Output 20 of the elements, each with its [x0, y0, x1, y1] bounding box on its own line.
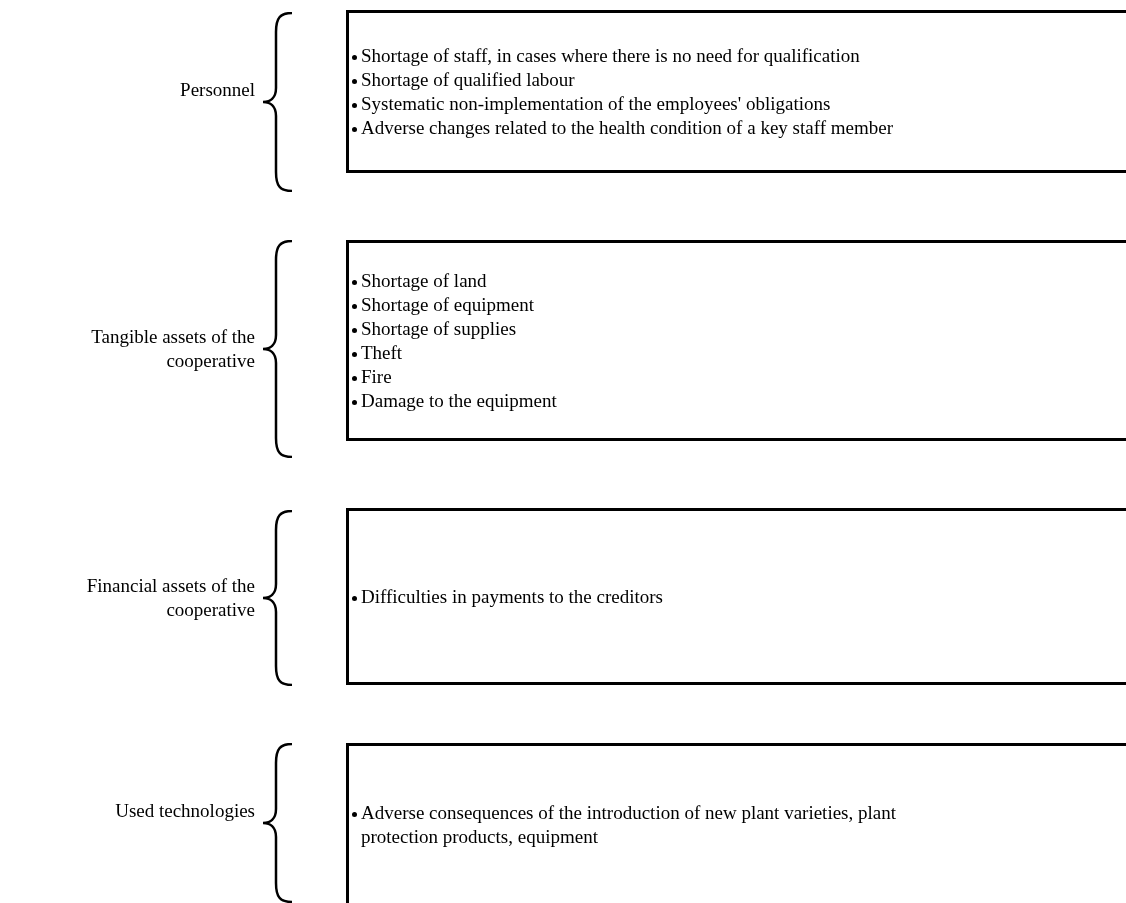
risk-item: Fire [361, 364, 392, 389]
risk-item: Adverse changes related to the health condition of a key staff member [361, 115, 893, 140]
risk-item: Shortage of land [361, 268, 487, 293]
risk-item: Damage to the equipment [361, 388, 557, 413]
risk-item: Shortage of supplies [361, 316, 517, 341]
risk-list-box [346, 508, 1126, 685]
risk-item: Difficulties in payments to the creditors [361, 584, 663, 609]
risk-item: Shortage of staff, in cases where there is no need for qualification [361, 43, 860, 68]
risk-item: Shortage of equipment [361, 292, 535, 317]
category-label: Used technologies [115, 800, 255, 821]
risk-item: Shortage of qualified labour [361, 67, 575, 92]
category-label: Personnel [180, 79, 255, 100]
risk-item: Adverse consequences of the introduction of new plant varieties, plant protection products, equipment [361, 800, 897, 849]
risk-item: Theft [361, 340, 403, 365]
risk-list-box [346, 10, 1126, 173]
risk-list-box [346, 743, 1126, 903]
risk-item: Systematic non-implementation of the employees' obligations [361, 91, 831, 116]
category-label: Financial assets of the cooperative [86, 575, 255, 620]
risk-list-box [346, 240, 1126, 441]
category-label: Tangible assets of the cooperative [91, 326, 255, 371]
